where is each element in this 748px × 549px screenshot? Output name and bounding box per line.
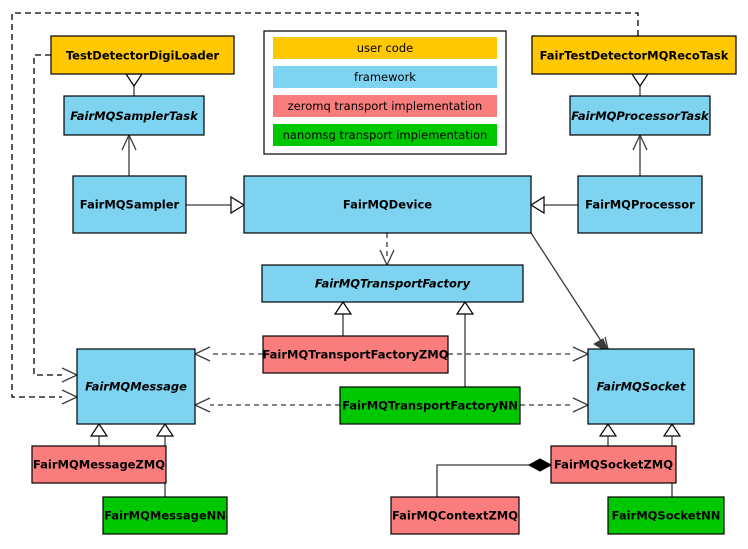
node-FairMQSamplerTask[interactable]: FairMQSamplerTask: [63, 95, 205, 136]
triangle-socketzmq-to-socket: [598, 422, 618, 437]
node-FairMQMessage[interactable]: FairMQMessage: [76, 348, 196, 425]
triangle-factorynn-to-transportfactory: [455, 300, 475, 315]
legend-label-user-code: user code: [357, 41, 413, 55]
node-FairMQTransportFactoryZMQ[interactable]: FairMQTransportFactoryZMQ: [262, 335, 449, 374]
legend-item-framework: framework: [273, 66, 497, 88]
legend-label-framework: framework: [354, 70, 416, 84]
arrowhead-digiloader-to-message: [61, 367, 79, 383]
node-label-FairMQTransportFactoryZMQ: FairMQTransportFactoryZMQ: [262, 348, 448, 362]
arrowhead-recotask-to-message: [61, 389, 79, 405]
triangle-processortask-to-recotask: [630, 73, 650, 88]
legend-swatch-zeromq: [273, 95, 497, 117]
node-TestDetectorDigiLoader[interactable]: TestDetectorDigiLoader: [50, 35, 235, 75]
legend-item-nanomsg: nanomsg transport implementation: [273, 124, 497, 146]
node-label-FairMQMessageNN: FairMQMessageNN: [104, 509, 226, 523]
arrowhead-factorynn-to-socket: [572, 397, 590, 413]
triangle-messagezmq-to-message: [89, 422, 109, 437]
node-label-FairTestDetectorMQRecoTask: FairTestDetectorMQRecoTask: [540, 49, 729, 63]
triangle-messagenn-to-message: [155, 422, 175, 437]
node-label-FairMQContextZMQ: FairMQContextZMQ: [392, 509, 518, 523]
node-FairMQProcessorTask[interactable]: FairMQProcessorTask: [569, 95, 711, 136]
edge-digiloader-to-message: [33, 54, 62, 376]
node-label-FairMQSocketNN: FairMQSocketNN: [612, 509, 721, 523]
legend-label-nanomsg: nanomsg transport implementation: [283, 128, 488, 142]
node-FairTestDetectorMQRecoTask[interactable]: FairTestDetectorMQRecoTask: [531, 35, 737, 75]
arrowhead-factorynn-to-message: [193, 397, 211, 413]
node-FairMQProcessor[interactable]: FairMQProcessor: [577, 175, 703, 234]
node-label-FairMQTransportFactoryNN: FairMQTransportFactoryNN: [342, 399, 518, 413]
node-label-FairMQProcessor: FairMQProcessor: [585, 198, 695, 212]
edge-recotask-to-message: [11, 12, 639, 398]
legend-item-user-code: user code: [273, 37, 497, 59]
node-FairMQMessageZMQ[interactable]: FairMQMessageZMQ: [31, 445, 167, 484]
node-label-FairMQSocketZMQ: FairMQSocketZMQ: [554, 458, 673, 472]
triangle-factoryzmq-to-transportfactory: [333, 300, 353, 315]
legend-swatch-nanomsg: [273, 124, 497, 146]
node-label-FairMQSamplerTask: FairMQSamplerTask: [70, 109, 199, 123]
legend-label-zeromq: zeromq transport implementation: [288, 99, 483, 113]
triangle-samplertask-to-digiloader: [124, 73, 144, 88]
node-FairMQSampler[interactable]: FairMQSampler: [72, 175, 187, 234]
triangle-socketnn-to-socket: [662, 422, 682, 437]
triangle-sampler-to-device: [230, 195, 246, 215]
arrowhead-factoryzmq-to-message: [193, 346, 211, 362]
arrowhead-factoryzmq-to-socket: [572, 346, 590, 362]
edge-group-composition: [436, 458, 553, 497]
node-label-FairMQSocket: FairMQSocket: [597, 380, 686, 394]
node-label-TestDetectorDigiLoader: TestDetectorDigiLoader: [66, 49, 220, 63]
node-FairMQTransportFactory[interactable]: FairMQTransportFactory: [261, 264, 524, 303]
edge-device-to-socket: [530, 232, 606, 348]
node-label-FairMQSampler: FairMQSampler: [80, 198, 180, 212]
legend-item-zeromq: zeromq transport implementation: [273, 95, 497, 117]
node-label-FairMQTransportFactory: FairMQTransportFactory: [315, 277, 471, 291]
node-label-FairMQProcessorTask: FairMQProcessorTask: [571, 109, 710, 123]
legend-swatch-user-code: [273, 37, 497, 59]
node-FairMQContextZMQ[interactable]: FairMQContextZMQ: [390, 496, 520, 535]
node-FairMQTransportFactoryNN[interactable]: FairMQTransportFactoryNN: [339, 386, 521, 425]
edge-contextzmq-to-socketzmq: [436, 464, 545, 497]
node-FairMQDevice[interactable]: FairMQDevice: [243, 175, 532, 234]
triangle-processor-to-device: [529, 195, 545, 215]
node-FairMQSocketZMQ[interactable]: FairMQSocketZMQ: [550, 445, 677, 484]
node-FairMQSocket[interactable]: FairMQSocket: [587, 348, 695, 425]
legend-swatch-framework: [273, 66, 497, 88]
node-label-FairMQMessageZMQ: FairMQMessageZMQ: [33, 458, 165, 472]
node-label-FairMQMessage: FairMQMessage: [85, 380, 187, 394]
node-label-FairMQDevice: FairMQDevice: [343, 198, 432, 212]
node-FairMQSocketNN[interactable]: FairMQSocketNN: [607, 496, 725, 535]
legend: user code framework zeromq transport imp…: [263, 30, 507, 155]
node-FairMQMessageNN[interactable]: FairMQMessageNN: [102, 496, 228, 535]
diamond-contextzmq-socketzmq: [527, 458, 553, 472]
